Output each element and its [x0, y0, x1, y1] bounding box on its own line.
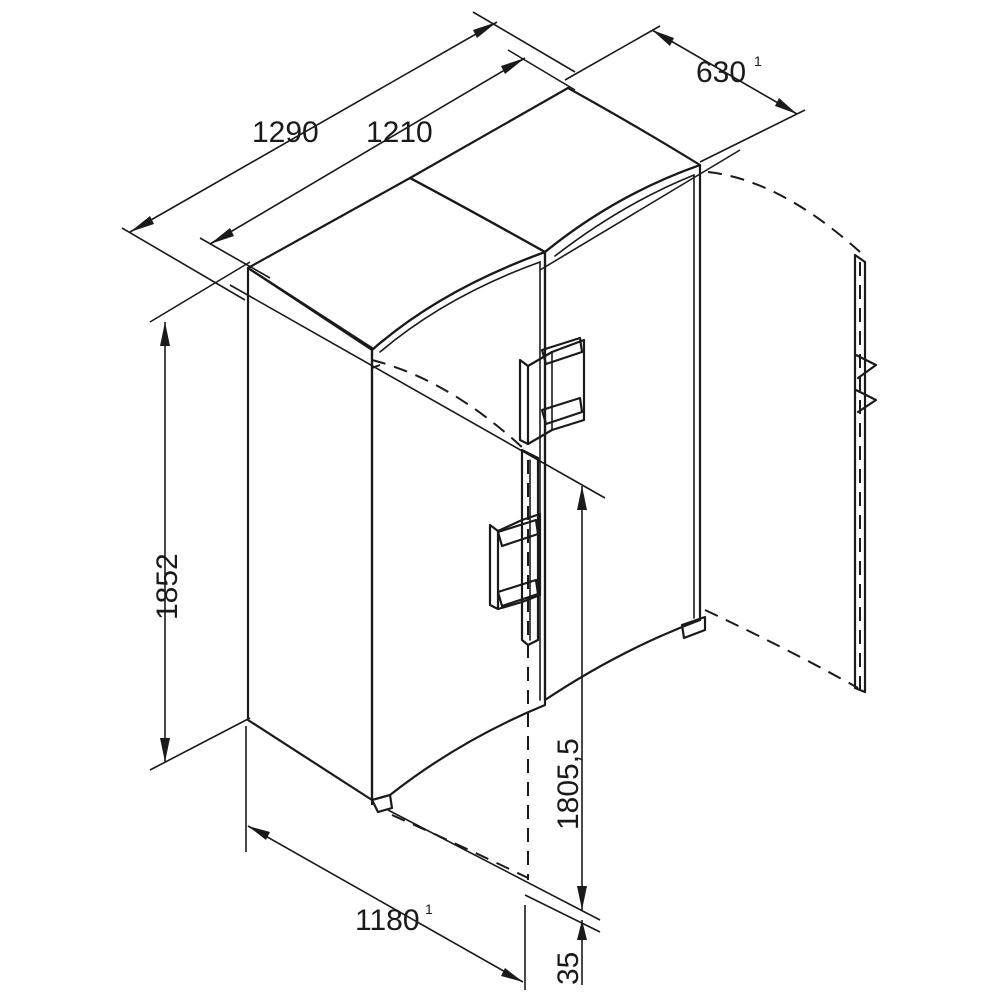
left-cabinet-top — [246, 176, 547, 352]
left-door-hinge-strip — [520, 448, 540, 647]
dim-630-footnote: 1 — [754, 53, 762, 69]
left-cabinet-side — [246, 266, 374, 802]
right-cabinet-top — [408, 86, 702, 254]
dim-630-label: 630 — [696, 56, 746, 89]
right-cabinet-foot — [680, 615, 707, 640]
right-door-edge — [554, 173, 695, 619]
right-cabinet-door — [543, 163, 702, 702]
right-door-open-outline — [704, 171, 878, 694]
dim-1180-label: 1180 — [355, 904, 420, 937]
left-cabinet-door — [370, 250, 547, 802]
left-door-open-outline — [371, 359, 529, 880]
dim-1805-label: 1805,5 — [552, 738, 585, 830]
dim-35-label: 35 — [552, 952, 585, 985]
left-door-edge — [379, 260, 541, 701]
right-cabinet — [408, 86, 707, 702]
dim-1180-footnote: 1 — [425, 901, 433, 917]
dim-1210 — [199, 49, 576, 279]
dim-1290 — [121, 11, 576, 301]
dim-35 — [524, 894, 601, 985]
dim-1805 — [229, 284, 606, 921]
left-door-handle — [488, 512, 542, 611]
dim-1210-label: 1210 — [366, 116, 433, 149]
right-door-handle — [518, 336, 586, 446]
dim-1852-label: 1852 — [151, 553, 184, 620]
dim-1290-label: 1290 — [252, 116, 319, 149]
dim-1180 — [245, 726, 526, 990]
dim-630 — [539, 25, 806, 271]
left-cabinet-foot — [370, 793, 394, 814]
left-cabinet — [246, 176, 547, 814]
dim-1852 — [149, 261, 251, 771]
